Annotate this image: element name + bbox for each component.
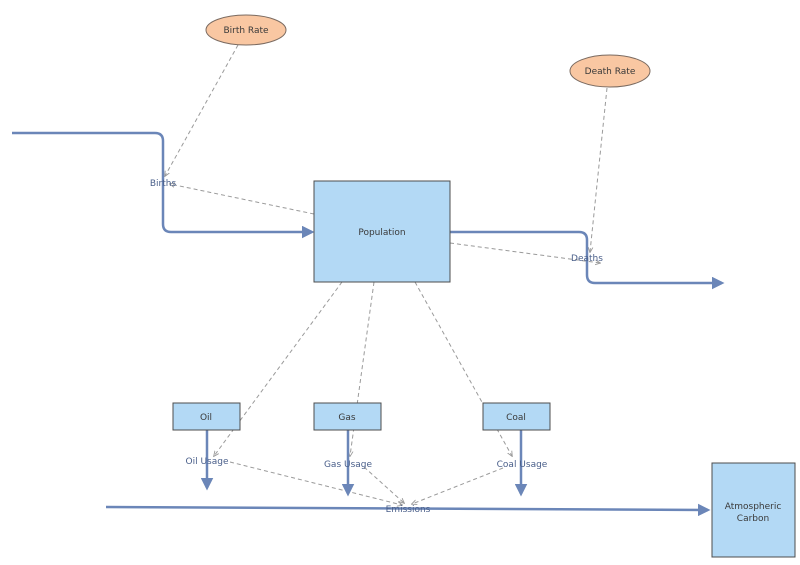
link-gasusage-emissions (363, 466, 404, 503)
link-population-deaths (449, 242, 600, 263)
oil-stock[interactable]: Oil (172, 402, 241, 431)
emissions-label[interactable]: Emissions (386, 505, 431, 515)
atmospheric-carbon-label-line2: Carbon (737, 514, 769, 524)
birth-rate-label: Birth Rate (223, 26, 269, 36)
link-deathrate-deaths (590, 87, 608, 252)
gas-label: Gas (338, 413, 355, 423)
link-population-oilusage (214, 281, 343, 456)
oil-usage-label[interactable]: Oil Usage (186, 457, 229, 467)
coal-label: Coal (506, 413, 526, 423)
death-rate-node[interactable]: Death Rate (569, 54, 651, 88)
death-rate-label: Death Rate (585, 67, 636, 77)
coal-stock[interactable]: Coal (482, 402, 551, 431)
deaths-flow (450, 230, 725, 290)
emissions-flow (105, 503, 711, 517)
link-population-gasusage (350, 281, 375, 456)
population-label: Population (358, 228, 405, 238)
births-label[interactable]: Births (150, 179, 177, 189)
coal-usage-label[interactable]: Coal Usage (497, 460, 548, 470)
link-oilusage-emissions (229, 461, 402, 505)
link-population-coalusage (414, 281, 512, 456)
atmospheric-carbon-label-line1: Atmospheric (725, 502, 782, 512)
gas-stock[interactable]: Gas (313, 402, 382, 431)
oil-label: Oil (200, 413, 212, 423)
population-stock[interactable]: Population (313, 180, 451, 283)
births-flow (12, 131, 315, 239)
deaths-label[interactable]: Deaths (571, 254, 603, 264)
influence-links (165, 44, 608, 505)
link-birthrate-births (165, 44, 239, 176)
flows (12, 131, 725, 517)
atmospheric-carbon-stock[interactable]: Atmospheric Carbon (711, 462, 796, 558)
gas-usage-label[interactable]: Gas Usage (324, 460, 373, 470)
birth-rate-node[interactable]: Birth Rate (205, 14, 287, 46)
link-population-births (170, 184, 315, 215)
link-coalusage-emissions (412, 467, 504, 504)
